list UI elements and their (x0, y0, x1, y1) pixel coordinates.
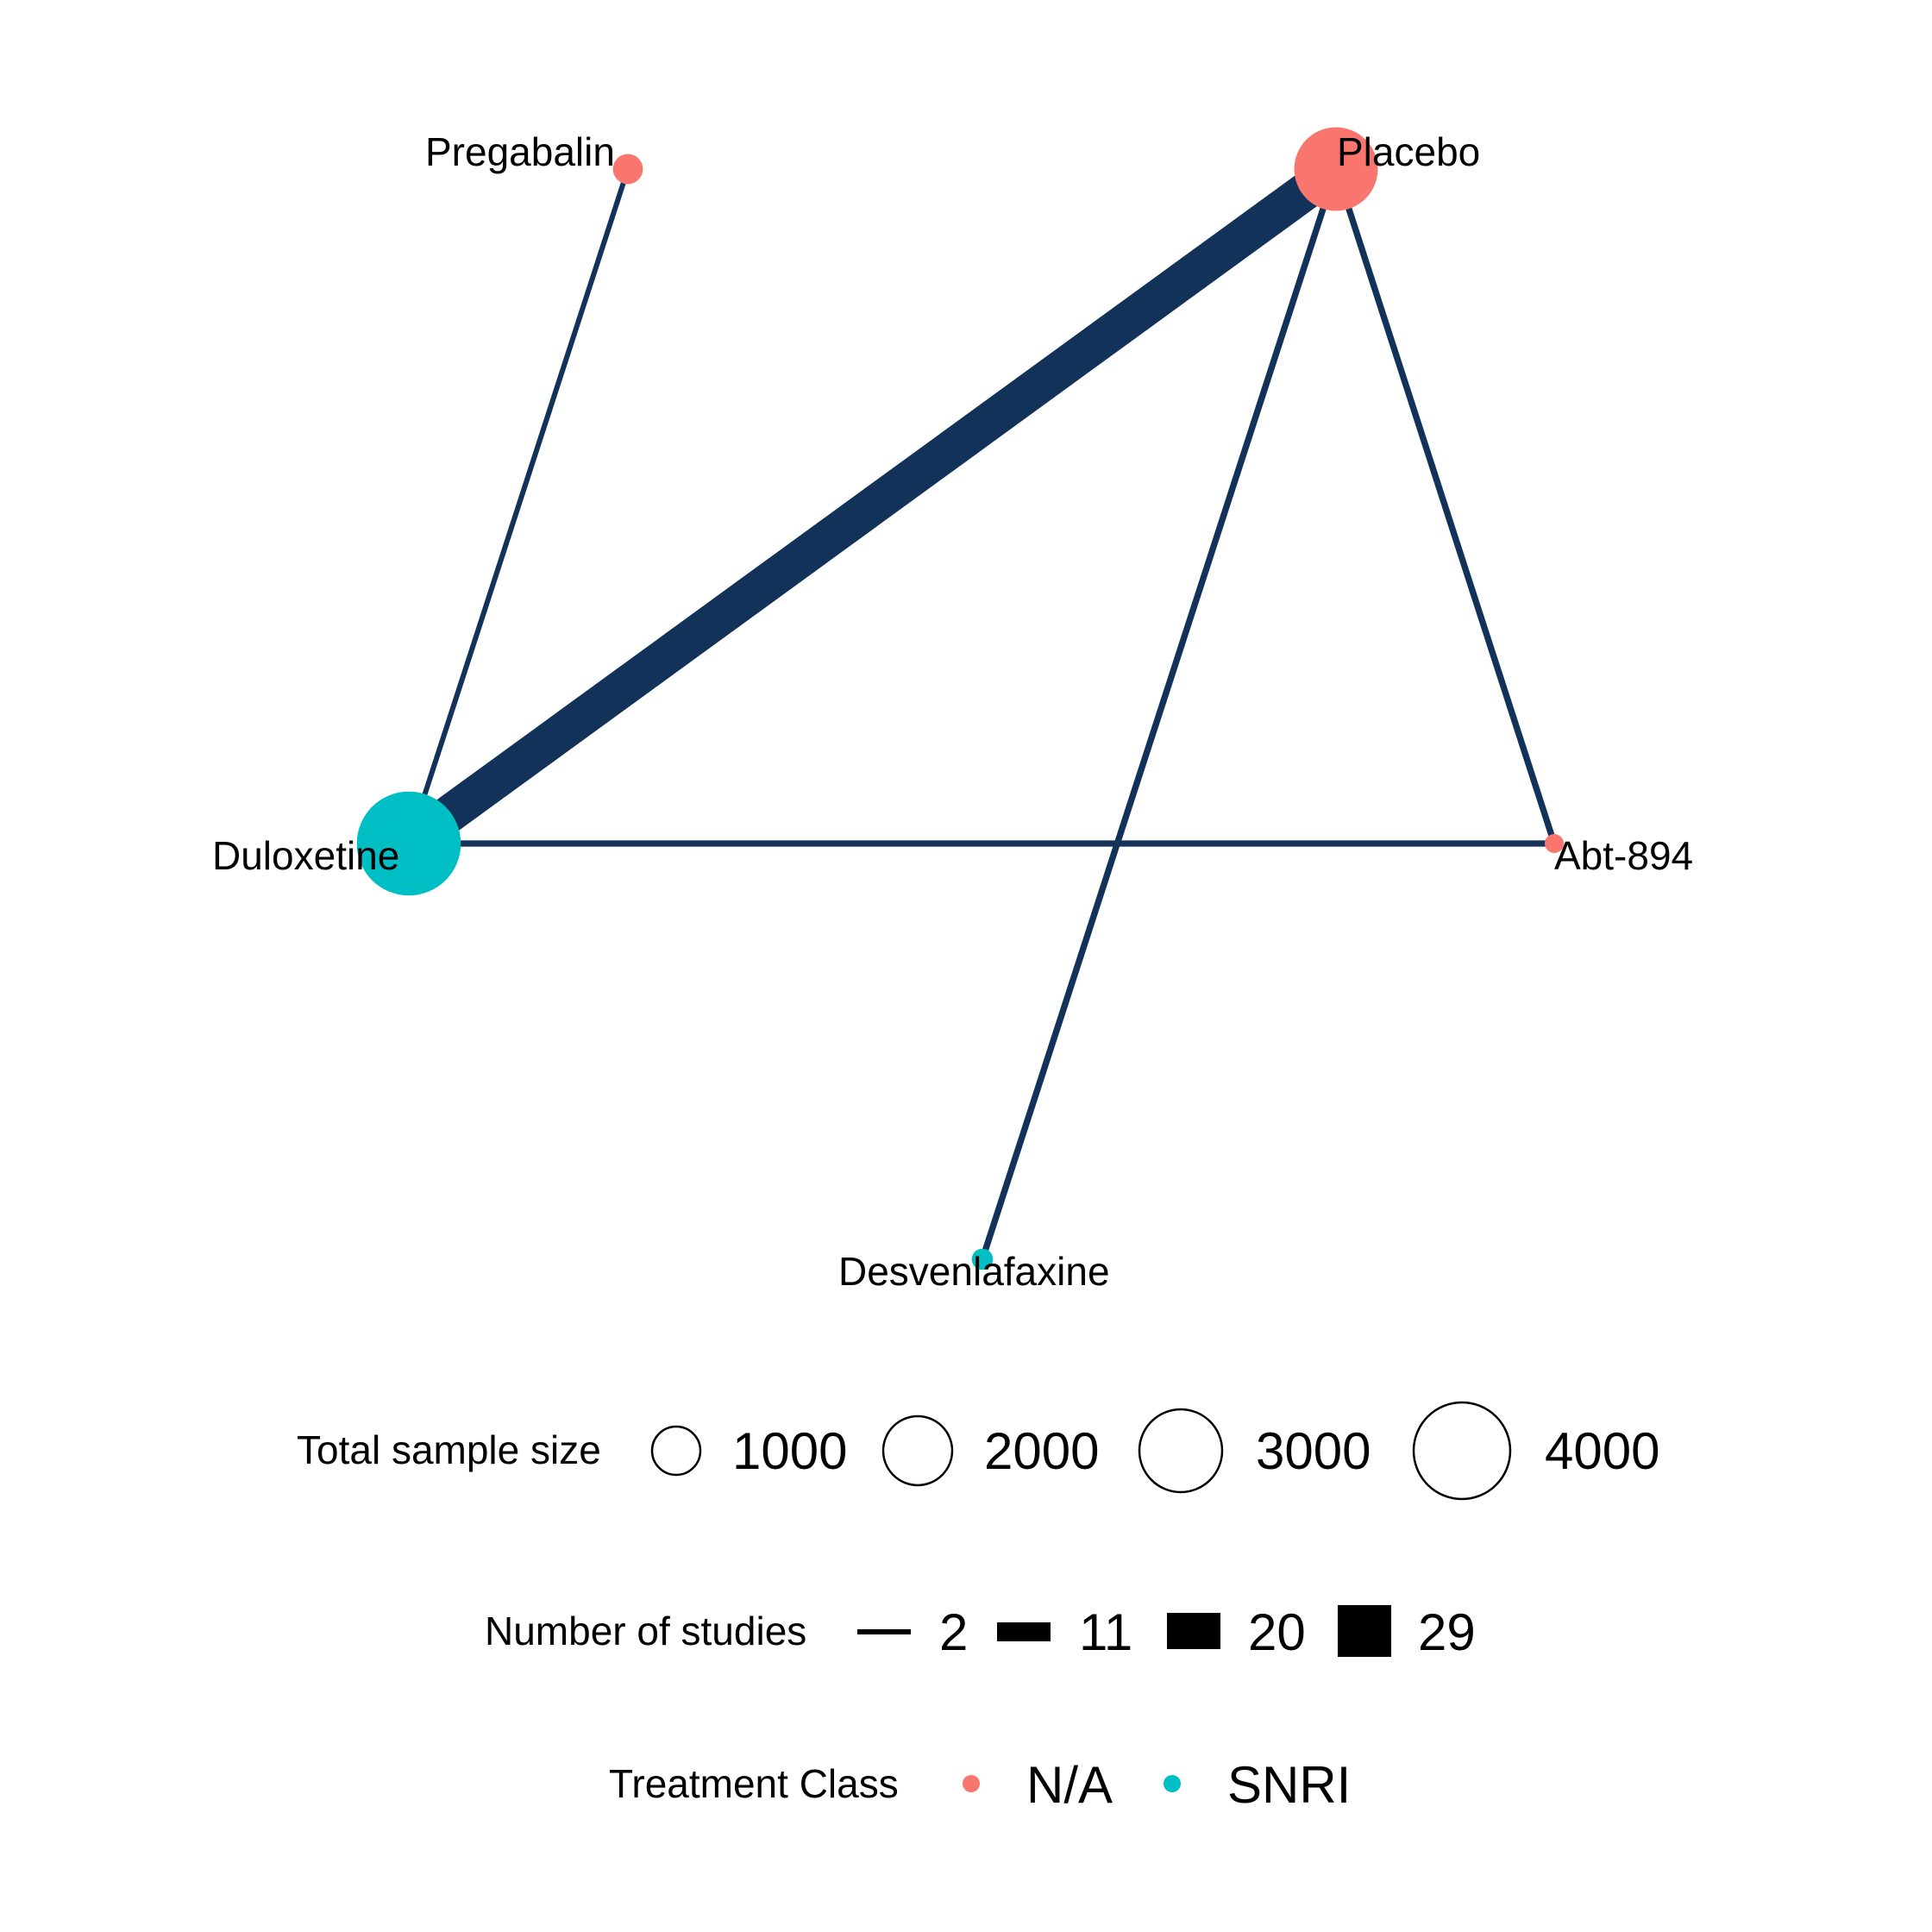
legend-class-label-snri: SNRI (1227, 1756, 1351, 1814)
legend-class-dot-snri (1164, 1775, 1181, 1792)
legend-size-label-2000: 2000 (984, 1422, 1099, 1480)
node-pregabalin (612, 154, 643, 185)
legend-studies-label-2: 2 (939, 1603, 968, 1661)
legend-size-circle-1000 (650, 1425, 702, 1477)
node-label-abt894: Abt-894 (1554, 833, 1693, 878)
edge-pregabalin-duloxetine (406, 168, 630, 844)
nodes-layer (356, 127, 1564, 1270)
legend-class-dot-na (963, 1775, 980, 1792)
legend-studies-label-20: 20 (1248, 1603, 1306, 1661)
legend-studies-title: Number of studies (485, 1609, 806, 1653)
legend-studies-swatch-11 (997, 1622, 1051, 1641)
node-abt894 (1545, 834, 1564, 853)
legend-studies-swatch-29 (1338, 1605, 1391, 1657)
node-duloxetine (356, 791, 461, 896)
legend-size-label-1000: 1000 (732, 1422, 847, 1480)
legend-size-label-3000: 3000 (1256, 1422, 1371, 1480)
legend-sample-size-title: Total sample size (297, 1427, 601, 1472)
legend-size-circle-3000 (1138, 1408, 1224, 1494)
node-label-placebo: Placebo (1337, 129, 1480, 174)
legend-class-label-na: N/A (1026, 1756, 1113, 1814)
node-label-desvenlafaxine: Desvenlafaxine (838, 1249, 1110, 1294)
legend-size-label-4000: 4000 (1545, 1422, 1659, 1480)
legend-studies-label-11: 11 (1079, 1603, 1132, 1661)
legend-treatment-class: Treatment Class N/A SNRI (609, 1756, 1351, 1814)
legend-size-circle-4000 (1412, 1401, 1512, 1501)
legend-class-title: Treatment Class (609, 1761, 899, 1806)
node-placebo (1294, 127, 1378, 211)
edge-placebo-abt894 (1333, 167, 1558, 845)
edge-placebo-duloxetine (398, 154, 1347, 859)
legend-studies-swatch-20 (1167, 1613, 1220, 1649)
node-labels-layer: Pregabalin Placebo Duloxetine Abt-894 De… (212, 129, 1693, 1294)
edges-layer (398, 154, 1558, 1261)
legend-studies-label-29: 29 (1418, 1603, 1476, 1661)
legend-number-of-studies: Number of studies 2 11 20 29 (485, 1603, 1476, 1661)
legend-size-circle-2000 (881, 1414, 954, 1487)
node-desvenlafaxine (971, 1248, 994, 1270)
edge-placebo-desvenlafaxine (979, 167, 1339, 1261)
legend-studies-swatch-2 (857, 1629, 911, 1634)
node-label-pregabalin: Pregabalin (425, 129, 615, 174)
node-label-duloxetine: Duloxetine (212, 833, 399, 878)
legend-sample-size: Total sample size 1000 2000 3000 4000 (297, 1401, 1659, 1501)
